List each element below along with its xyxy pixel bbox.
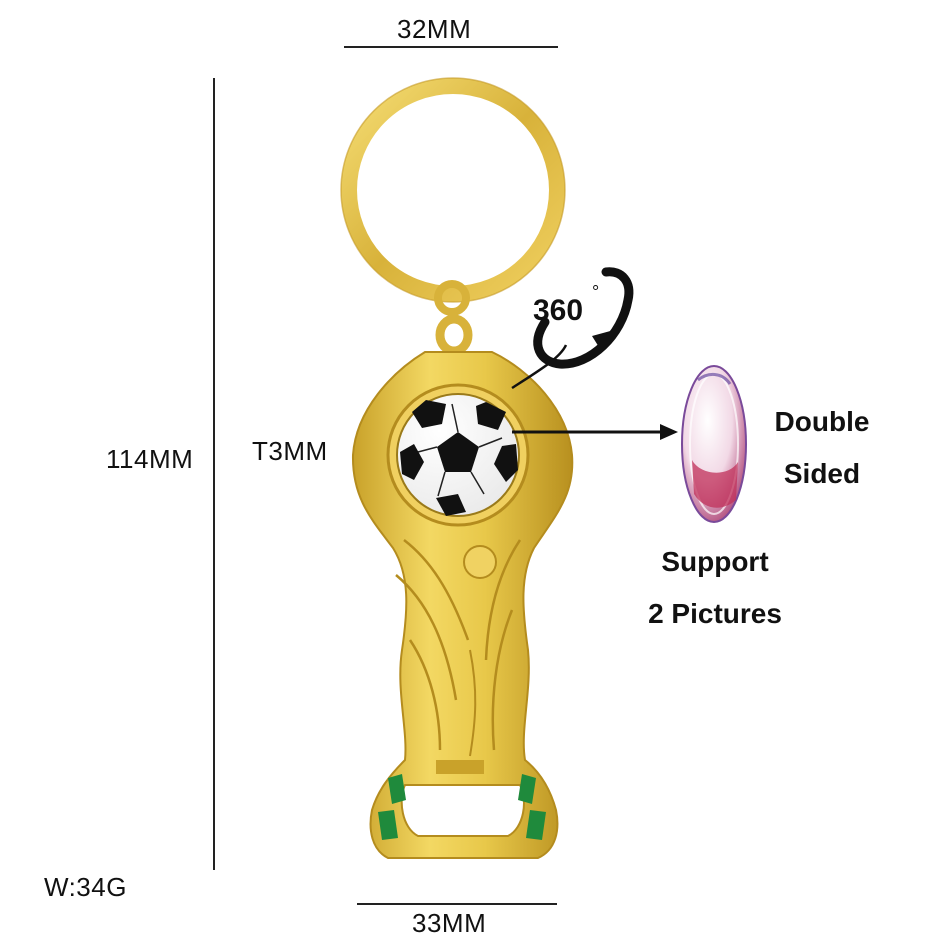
double-sided-line2: Sided	[783, 458, 861, 489]
rotation-label: 360	[533, 294, 583, 327]
double-sided-line1: Double	[774, 406, 870, 437]
weight-label: W:34G	[44, 872, 127, 902]
callout-arrow	[512, 424, 678, 440]
thickness-label: T3MM	[252, 436, 328, 466]
rotating-football-dome	[386, 383, 530, 527]
double-sided-capsule	[681, 365, 747, 523]
top-width-line	[344, 46, 558, 48]
top-width-label: 32MM	[397, 14, 472, 44]
height-label: 114MM	[106, 444, 194, 474]
rotation-degree-symbol: °	[592, 282, 599, 302]
height-line	[213, 78, 215, 870]
support-pictures-callout: Support 2 Pictures	[630, 536, 800, 640]
support-line1: Support	[661, 546, 769, 577]
bottom-width-line	[357, 903, 557, 905]
double-sided-callout: Double Sided	[756, 396, 888, 500]
bottom-width-label: 33MM	[412, 908, 487, 938]
support-line2: 2 Pictures	[648, 598, 782, 629]
key-ring	[340, 77, 566, 303]
rotation-arrow-icon	[511, 267, 634, 390]
